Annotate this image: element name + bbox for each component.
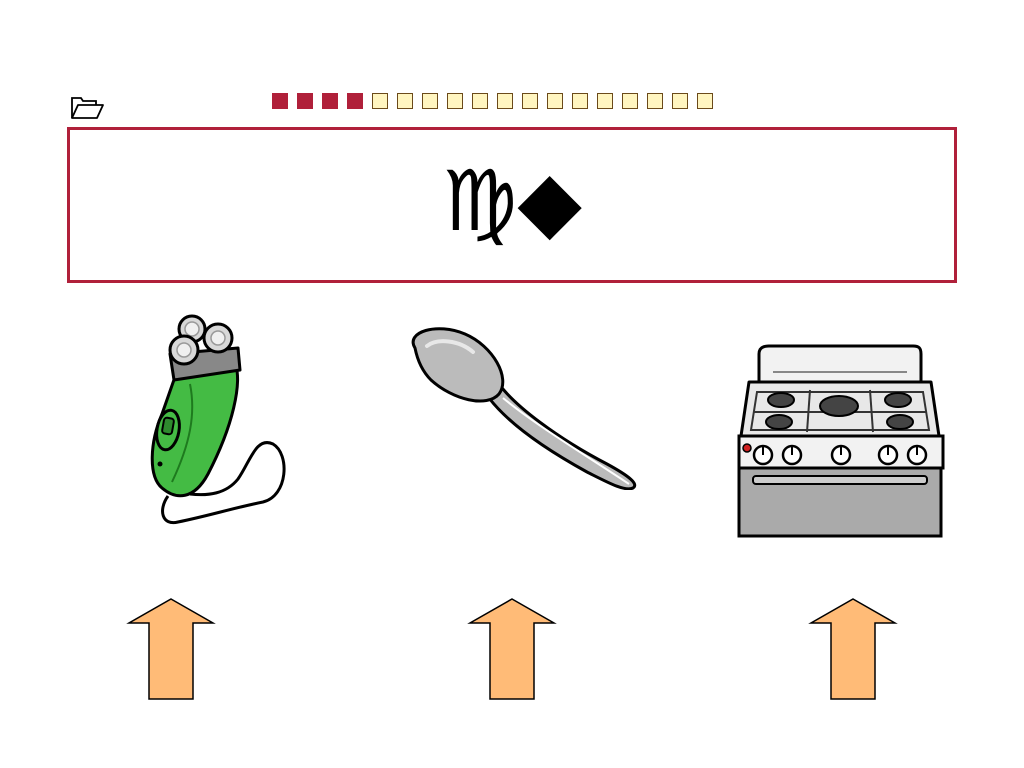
select-choice-1-arrow-button[interactable]: [126, 597, 216, 701]
progress-square-pending: [697, 93, 713, 109]
progress-square-completed: [322, 93, 338, 109]
gas-stove-icon[interactable]: [735, 342, 945, 538]
progress-square-pending: [647, 93, 663, 109]
progress-square-pending: [397, 93, 413, 109]
progress-square-pending: [372, 93, 388, 109]
up-arrow-icon: [808, 598, 898, 700]
progress-square-pending: [597, 93, 613, 109]
progress-indicator: [272, 93, 713, 111]
folder-open-icon[interactable]: [70, 94, 104, 120]
progress-square-pending: [447, 93, 463, 109]
progress-square-pending: [547, 93, 563, 109]
progress-square-pending: [472, 93, 488, 109]
prompt-symbols: ♍◆: [442, 152, 582, 250]
spoon-icon[interactable]: [407, 326, 642, 490]
progress-square-pending: [672, 93, 688, 109]
electric-shaver-icon[interactable]: [138, 314, 293, 528]
prompt-box: ♍◆: [67, 127, 957, 283]
select-choice-3-arrow-button[interactable]: [808, 597, 898, 701]
progress-square-pending: [497, 93, 513, 109]
progress-square-completed: [297, 93, 313, 109]
progress-square-pending: [522, 93, 538, 109]
progress-square-pending: [622, 93, 638, 109]
progress-square-pending: [572, 93, 588, 109]
progress-square-pending: [422, 93, 438, 109]
select-choice-2-arrow-button[interactable]: [467, 597, 557, 701]
progress-square-completed: [347, 93, 363, 109]
up-arrow-icon: [126, 598, 216, 700]
up-arrow-icon: [467, 598, 557, 700]
progress-square-completed: [272, 93, 288, 109]
